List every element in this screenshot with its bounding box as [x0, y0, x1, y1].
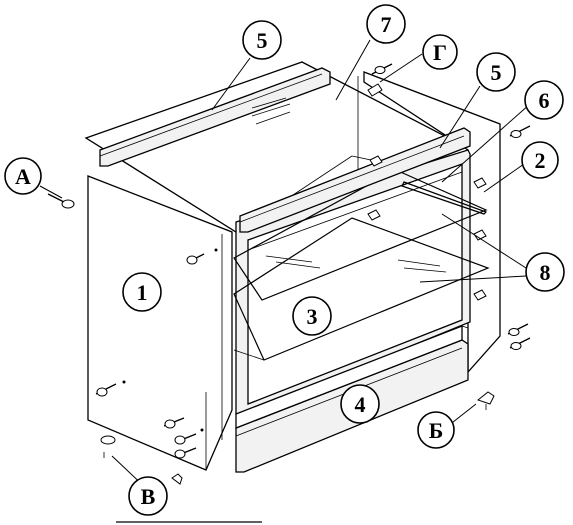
callout-2: 2 — [521, 141, 559, 179]
screws-right-lower — [507, 323, 531, 350]
callout-7-label: 7 — [381, 12, 392, 37]
callout-a-label: А — [15, 164, 31, 189]
callout-5-top-label: 5 — [257, 28, 268, 53]
callout-7: 7 — [366, 4, 406, 44]
glass-shelf-upper — [233, 169, 488, 301]
screw-a — [47, 193, 75, 209]
callout-5-mid-label: 5 — [491, 60, 502, 85]
callout-6: 6 — [524, 80, 564, 120]
callout-5-mid: 5 — [476, 52, 516, 92]
callout-g-label: Г — [433, 40, 447, 65]
top-back-rail — [99, 67, 331, 167]
shelf-front-6 — [401, 181, 488, 215]
callout-5-top: 5 — [242, 20, 282, 60]
callout-v-label: В — [141, 484, 156, 509]
leg-b — [476, 391, 495, 410]
screw-g — [367, 63, 393, 97]
screw-left-upper — [186, 248, 218, 265]
screws-left-lower — [163, 417, 204, 459]
callout-a: А — [4, 157, 42, 195]
callout-8-label: 8 — [540, 260, 551, 285]
callout-g: Г — [422, 34, 458, 70]
callout-6-label: 6 — [539, 88, 550, 113]
callout-8: 8 — [525, 252, 565, 292]
callout-3-label: 3 — [307, 304, 318, 329]
glass-shelf-lower — [233, 217, 490, 361]
callout-1-label: 1 — [137, 280, 148, 305]
left-side-panel — [87, 175, 233, 471]
callout-1: 1 — [122, 272, 162, 312]
shelf-supports-right — [367, 155, 487, 301]
callout-4-label: 4 — [355, 392, 366, 417]
screw-left-middle — [95, 380, 126, 397]
callout-b-label: Б — [429, 418, 444, 443]
callout-b: Б — [417, 411, 455, 449]
front-rail-5 — [239, 127, 471, 233]
callout-v: В — [128, 476, 168, 516]
callout-3: 3 — [292, 296, 332, 336]
screw-right-upper — [509, 125, 531, 138]
leg-v — [100, 435, 183, 485]
callout-2-label: 2 — [535, 148, 546, 173]
callout-4: 4 — [340, 384, 380, 424]
